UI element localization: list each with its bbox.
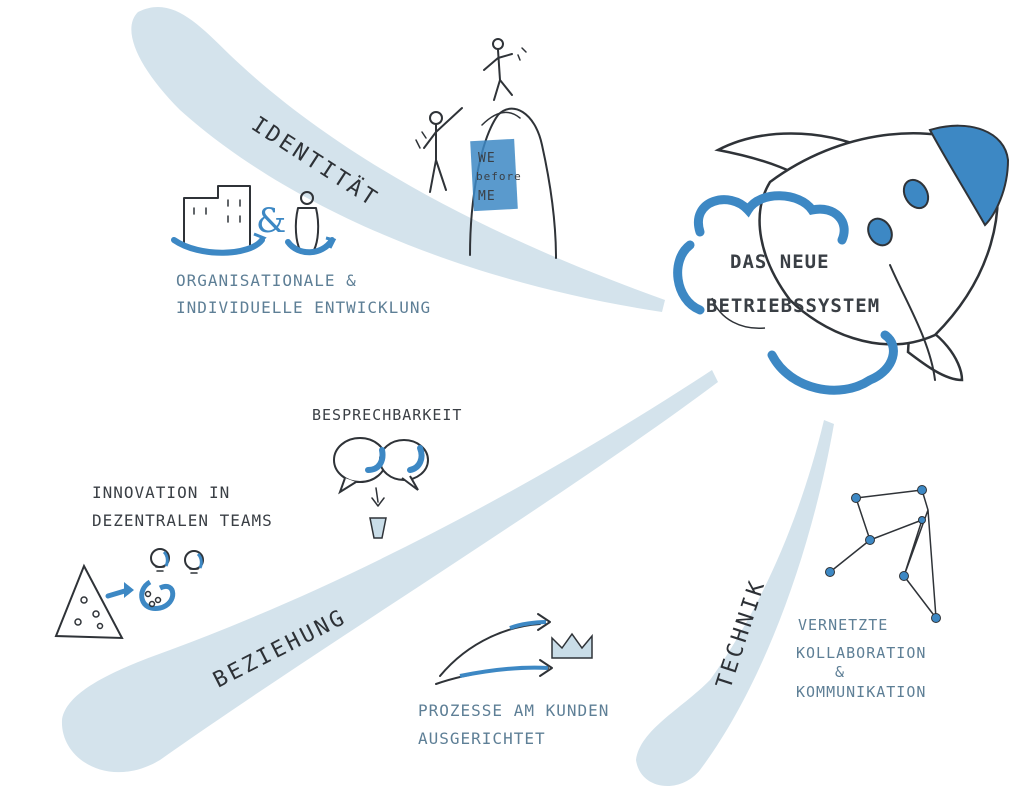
technik-item-line4: KOMMUNIKATION (796, 683, 926, 701)
building-icon (171, 185, 267, 256)
process-arrows-icon (435, 613, 553, 685)
prozesse-label-line2: AUSGERICHTET (418, 729, 546, 748)
cloud-icon (673, 191, 898, 395)
identitaet-item-line2: INDIVIDUELLE ENTWICKLUNG (176, 298, 431, 317)
sign-before: before (476, 170, 522, 183)
identitaet-item-line1: ORGANISATIONALE & (176, 271, 357, 290)
lightbulb-icon (150, 548, 204, 574)
arrows-icon (105, 582, 134, 599)
rocket-icon (714, 124, 1010, 382)
beam-identitaet (131, 6, 666, 312)
crown-icon (551, 632, 593, 659)
technik-item-line2: KOLLABORATION (796, 644, 926, 662)
center-title-line1: DAS NEUE (730, 251, 830, 273)
innovation-label-line1: INNOVATION IN (92, 483, 230, 502)
sign-we: WE (478, 151, 496, 166)
sign-me: ME (478, 189, 496, 204)
technik-item-line1: VERNETZTE (798, 616, 888, 634)
network-icon (825, 485, 941, 623)
innovation-label-line2: DEZENTRALEN TEAMS (92, 511, 273, 530)
sign-board (470, 138, 518, 212)
team-icon (139, 579, 176, 611)
pyramid-icon (54, 563, 124, 640)
people-icon (415, 38, 527, 193)
speech-bubbles-icon (333, 437, 429, 539)
prozesse-label-line1: PROZESSE AM KUNDEN (418, 701, 609, 720)
besprechbarkeit-label: BESPRECHBARKEIT (312, 406, 462, 424)
technik-item-line3: & (835, 663, 845, 681)
beam-technik (636, 420, 834, 787)
beam-beziehung (61, 370, 718, 773)
center-title-line2: BETRIEBSSYSTEM (706, 295, 880, 317)
person-icon (285, 191, 337, 256)
ampersand-icon: & (256, 201, 286, 241)
